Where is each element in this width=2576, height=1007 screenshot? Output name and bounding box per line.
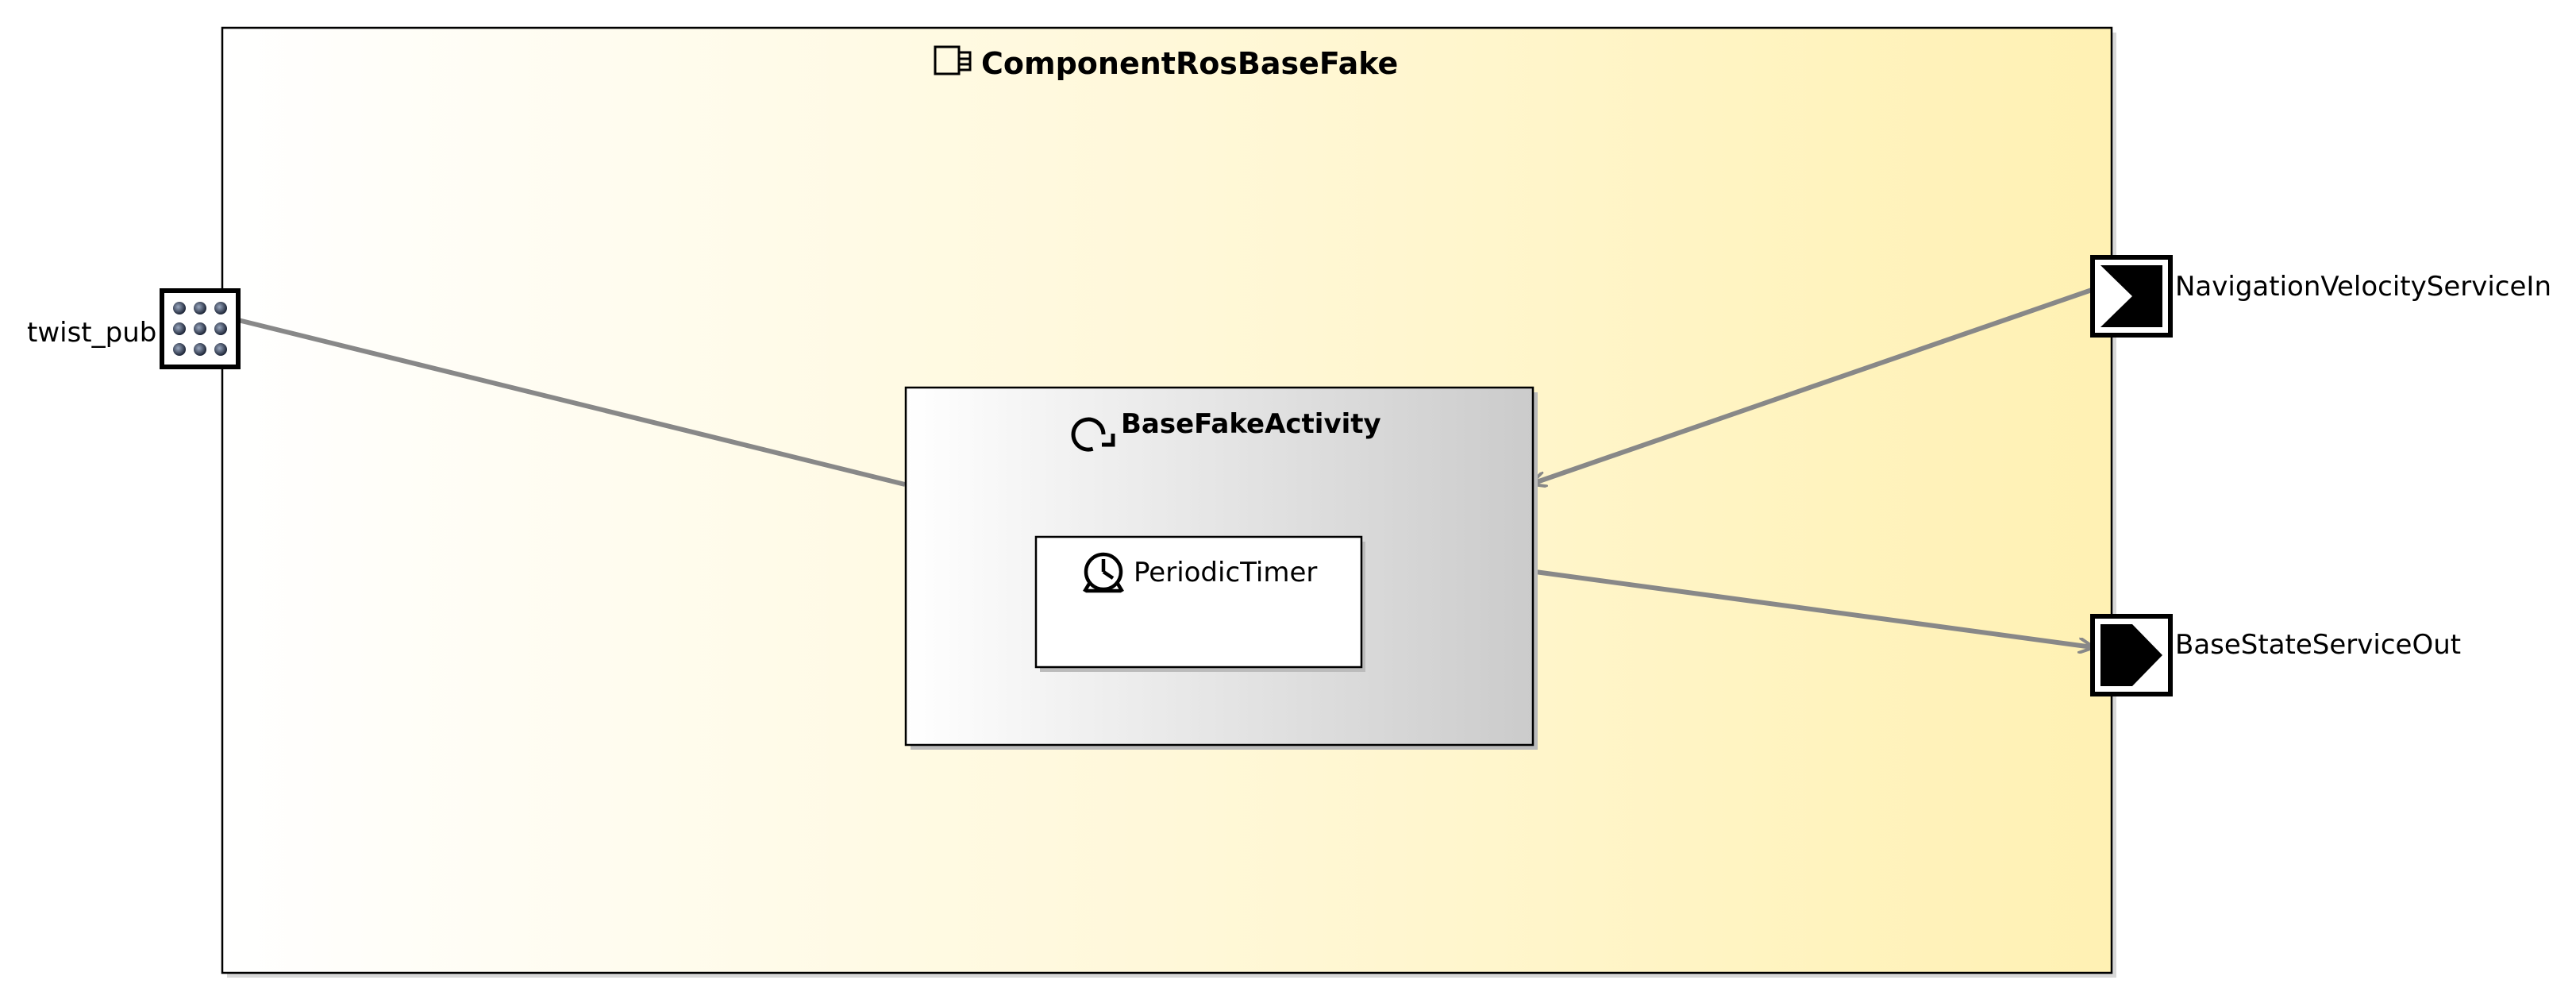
component-title: ComponentRosBaseFake bbox=[981, 46, 1398, 81]
port-label-navigation-in: NavigationVelocityServiceIn bbox=[2175, 271, 2551, 303]
activity-title: BaseFakeActivity bbox=[1121, 408, 1381, 440]
service-in-port-icon[interactable] bbox=[2090, 255, 2173, 338]
publisher-port-icon[interactable] bbox=[160, 288, 241, 369]
component-icon bbox=[934, 45, 972, 75]
connector-twist-pub[interactable] bbox=[237, 318, 906, 487]
timer-icon bbox=[1083, 552, 1124, 593]
port-label-base-state-out: BaseStateServiceOut bbox=[2175, 629, 2461, 661]
service-out-port-icon[interactable] bbox=[2090, 614, 2173, 696]
activity-cycle-icon bbox=[1071, 417, 1115, 452]
timer-label: PeriodicTimer bbox=[1134, 557, 1317, 588]
connector-navigation-in[interactable] bbox=[1532, 287, 2095, 484]
port-label-twist-pub: twist_pub bbox=[27, 317, 156, 349]
connector-base-state-out[interactable] bbox=[1534, 569, 2093, 647]
connections bbox=[237, 287, 2095, 647]
